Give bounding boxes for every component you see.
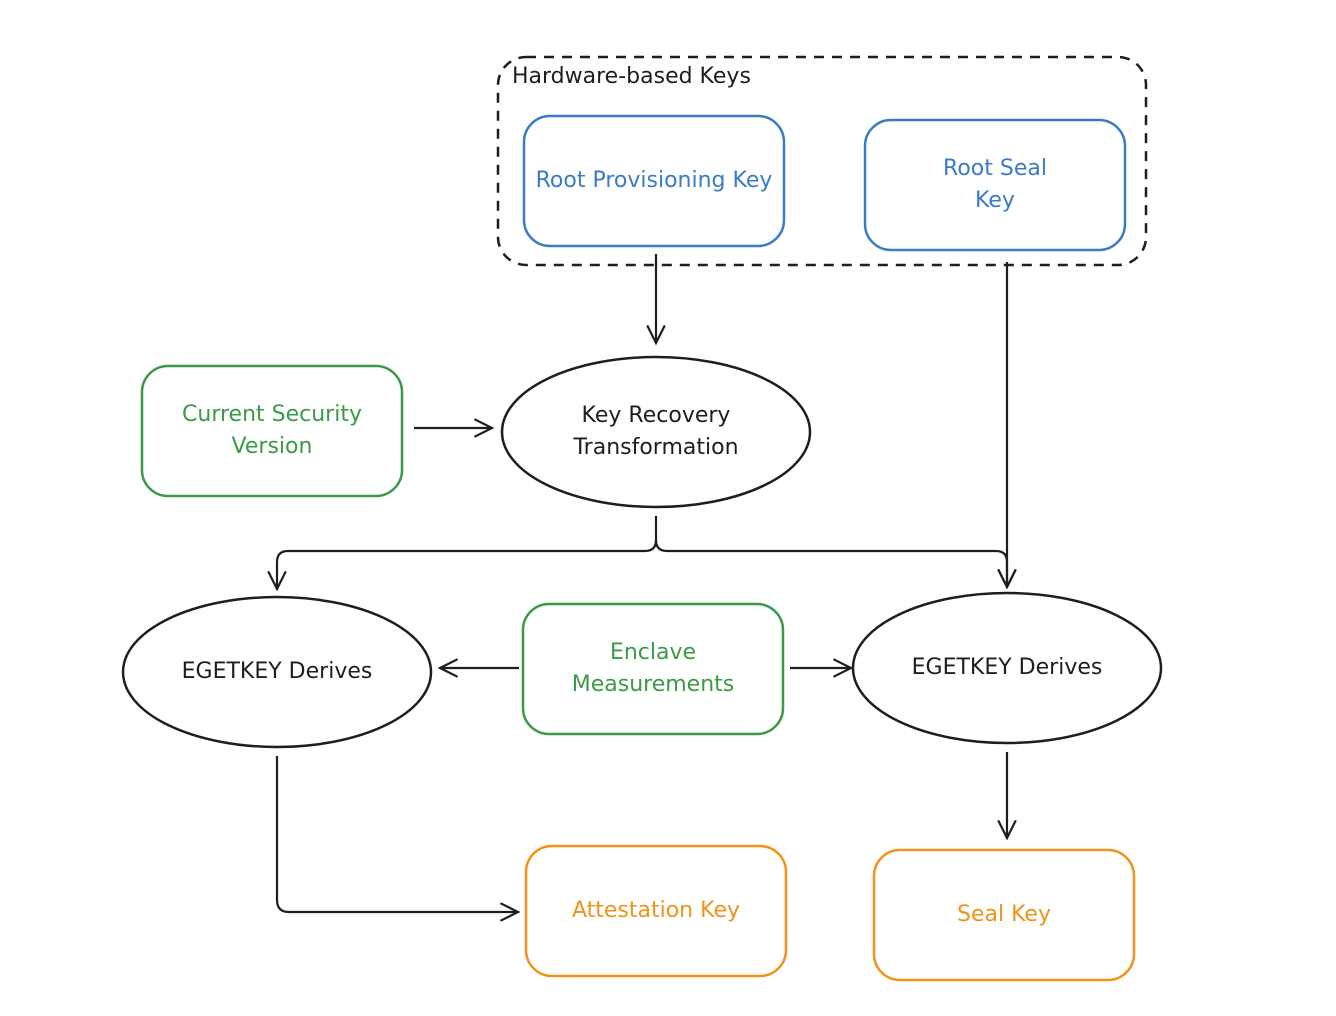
current-security-version-box [140,364,404,498]
key-recovery-transformation-label: Key Recovery Transformation [573,403,739,460]
attestation-key-label: Attestation Key [571,898,741,923]
root-seal-key-box [863,118,1127,252]
current-security-version-label: Current Security Version [182,402,362,459]
hardware-keys-group-label: Hardware-based Keys [512,64,751,89]
seal-key-label: Seal Key [957,902,1051,927]
arrow-recovery-to-egetkey-right [654,539,1007,587]
root-provisioning-key-label: Root Provisioning Key [535,168,773,193]
key-recovery-ellipse [500,355,812,509]
seal-key-box [872,848,1136,982]
attestation-key-box [524,844,788,978]
arrow-recovery-to-egetkey-left [277,516,658,589]
root-seal-key-label: Root Seal Key [943,156,1047,213]
egetkey-right-label: EGETKEY Derives [911,655,1103,680]
arrow-egetkey-left-to-attestation-key [275,756,518,912]
root-provisioning-key-box [522,114,786,248]
egetkey-left-ellipse [121,595,433,749]
enclave-measurements-box [521,602,785,736]
hardware-keys-group [496,55,1148,267]
enclave-measurements-label: Enclave Measurements [571,640,735,697]
egetkey-left-label: EGETKEY Derives [181,659,373,684]
